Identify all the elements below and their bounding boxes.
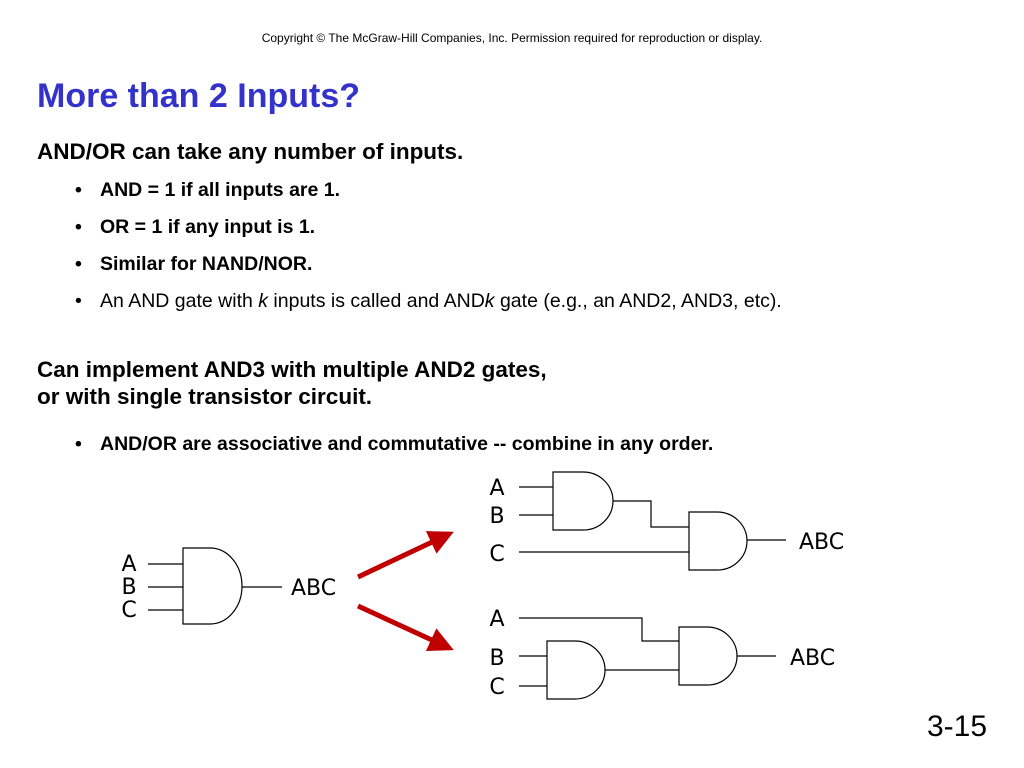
bullet-nand-nor: • Similar for NAND/NOR. xyxy=(75,249,975,280)
bullet-text: AND/OR are associative and commutative -… xyxy=(100,433,714,455)
k-variable: k xyxy=(258,290,268,312)
main-point-line: Can implement AND3 with multiple AND2 ga… xyxy=(37,357,547,382)
and3-input-c-label: C xyxy=(121,598,136,623)
red-arrow-down xyxy=(356,603,454,652)
bullet-andk-definition: • An AND gate with k inputs is called an… xyxy=(75,286,975,317)
and3-output-label: ABC xyxy=(291,576,336,601)
bottom-input-c-label: C xyxy=(489,675,504,700)
bottom-cascade-circuit xyxy=(519,617,776,700)
bullet-marker: • xyxy=(75,253,82,275)
bottom-first-and2-body xyxy=(546,640,606,700)
top-input-b-label: B xyxy=(489,504,504,529)
k-variable: k xyxy=(484,290,495,312)
top-intermediate-wire xyxy=(613,500,689,528)
copyright-notice: Copyright © The McGraw-Hill Companies, I… xyxy=(261,31,763,45)
bottom-output-label: ABC xyxy=(790,646,835,671)
bottom-input-a-wire xyxy=(519,617,679,642)
top-first-and2-body xyxy=(552,471,614,531)
bullet-and-rule: • AND = 1 if all inputs are 1. xyxy=(75,175,975,206)
bullet-text: Similar for NAND/NOR. xyxy=(100,253,313,275)
main-point-line: or with single transistor circuit. xyxy=(37,384,373,409)
bottom-input-a-label: A xyxy=(489,607,504,632)
top-input-c-label: C xyxy=(489,542,504,567)
and3-input-b-label: B xyxy=(121,575,136,600)
red-arrow-up xyxy=(356,531,454,580)
top-input-a-label: A xyxy=(489,476,504,501)
bullet-associative: • AND/OR are associative and commutative… xyxy=(75,429,975,460)
bullet-marker: • xyxy=(75,433,82,455)
bullet-text: OR = 1 if any input is 1. xyxy=(100,216,316,238)
top-second-and2-body xyxy=(688,511,748,571)
bullet-marker: • xyxy=(75,216,82,238)
bullet-text: AND = 1 if all inputs are 1. xyxy=(100,179,341,201)
text-segment: inputs is called and AND xyxy=(268,290,485,312)
and3-input-a-label: A xyxy=(121,552,136,577)
bullet-or-rule: • OR = 1 if any input is 1. xyxy=(75,212,975,243)
bullet-marker: • xyxy=(75,179,82,201)
top-output-label: ABC xyxy=(799,530,844,555)
main-point-inputs: AND/OR can take any number of inputs. xyxy=(37,139,464,164)
text-segment: gate (e.g., an AND2, AND3, etc). xyxy=(494,290,782,312)
and3-gate xyxy=(148,547,282,625)
bottom-input-b-label: B xyxy=(489,646,504,671)
bullet-marker: • xyxy=(75,290,82,312)
and3-gate-body xyxy=(182,547,243,625)
bottom-second-and2-body xyxy=(678,626,738,686)
bullet-text: An AND gate with k inputs is called and … xyxy=(100,286,975,317)
top-cascade-circuit xyxy=(519,471,786,571)
text-segment: An AND gate with xyxy=(100,290,259,312)
main-point-and3: Can implement AND3 with multiple AND2 ga… xyxy=(37,356,547,410)
slide-title: More than 2 Inputs? xyxy=(37,77,360,115)
page-number: 3-15 xyxy=(926,710,987,743)
